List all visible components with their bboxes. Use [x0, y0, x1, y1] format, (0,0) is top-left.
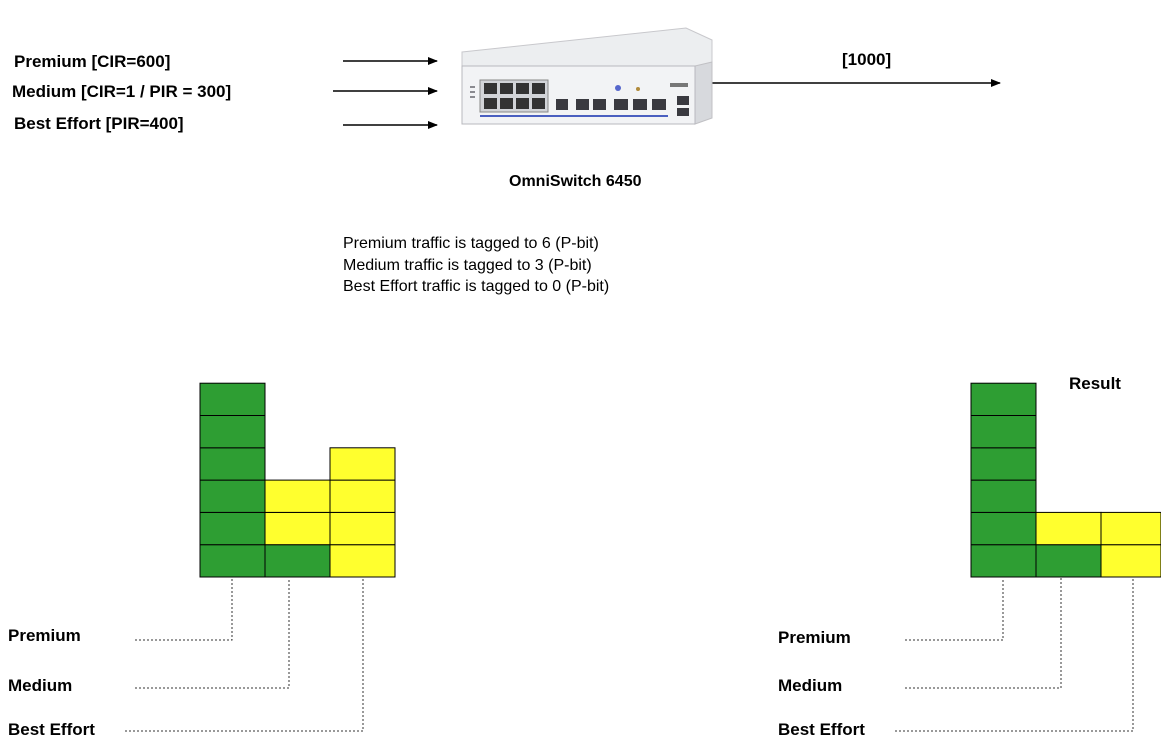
right-stack-col1-block2: [970, 511, 1037, 546]
right-stack-col2-block2: [1035, 511, 1102, 546]
right-stack-col2-block1: [1035, 544, 1102, 578]
input-label-medium: Medium [CIR=1 / PIR = 300]: [12, 82, 232, 101]
left-stack-col1-block4: [199, 447, 266, 481]
right-stack-col3-block2: [1100, 511, 1161, 546]
note-premium: Premium traffic is tagged to 6 (P-bit): [343, 235, 599, 252]
left-leader-medium: [135, 578, 290, 689]
right-stack-col1-block3: [970, 479, 1037, 513]
note-medium: Medium traffic is tagged to 3 (P-bit): [343, 257, 592, 274]
output-label: [1000]: [842, 50, 892, 69]
right-leader-medium: [905, 578, 1062, 689]
left-stack-col3-block3: [329, 479, 396, 513]
left-legend-premium: Premium: [8, 626, 81, 645]
left-stack-col2-block3: [264, 479, 331, 513]
left-stack-col2-block2: [264, 511, 331, 546]
left-stack-col1-block2: [199, 511, 266, 546]
left-stack-col3-block2: [329, 511, 396, 546]
right-stack-chart: [970, 382, 1161, 578]
note-best-effort: Best Effort traffic is tagged to 0 (P-bi…: [343, 278, 610, 295]
input-label-best-effort: Best Effort [PIR=400]: [14, 114, 184, 133]
switch-device-image: [461, 27, 713, 125]
device-caption: OmniSwitch 6450: [509, 173, 642, 190]
right-stack-col1-block1: [970, 544, 1037, 578]
right-stack-col3-block1: [1100, 544, 1161, 578]
left-leader-premium: [135, 578, 233, 641]
right-stack-col1-block5: [970, 415, 1037, 449]
left-legend-medium: Medium: [8, 676, 73, 695]
left-stack-col1-block3: [199, 479, 266, 513]
left-stack-col1-block5: [199, 415, 266, 449]
right-leader-best-effort: [895, 578, 1134, 732]
right-legend-medium: Medium: [778, 676, 843, 695]
left-stack-col1-block6: [199, 382, 266, 417]
left-stack-col3-block1: [329, 544, 396, 578]
right-stack-col1-block4: [970, 447, 1037, 481]
left-stack-col1-block1: [199, 544, 266, 578]
left-stack-col2-block1: [264, 544, 331, 578]
right-legend-best-effort: Best Effort: [778, 720, 865, 739]
left-legend-best-effort: Best Effort: [8, 720, 95, 739]
right-stack-col1-block6: [970, 382, 1037, 417]
input-label-premium: Premium [CIR=600]: [14, 52, 171, 71]
right-legend-premium: Premium: [778, 628, 851, 647]
left-stack-chart: [199, 382, 396, 578]
result-title: Result: [1069, 374, 1121, 393]
left-leader-best-effort: [125, 578, 364, 732]
right-leader-premium: [905, 578, 1004, 641]
left-stack-col3-block4: [329, 447, 396, 481]
